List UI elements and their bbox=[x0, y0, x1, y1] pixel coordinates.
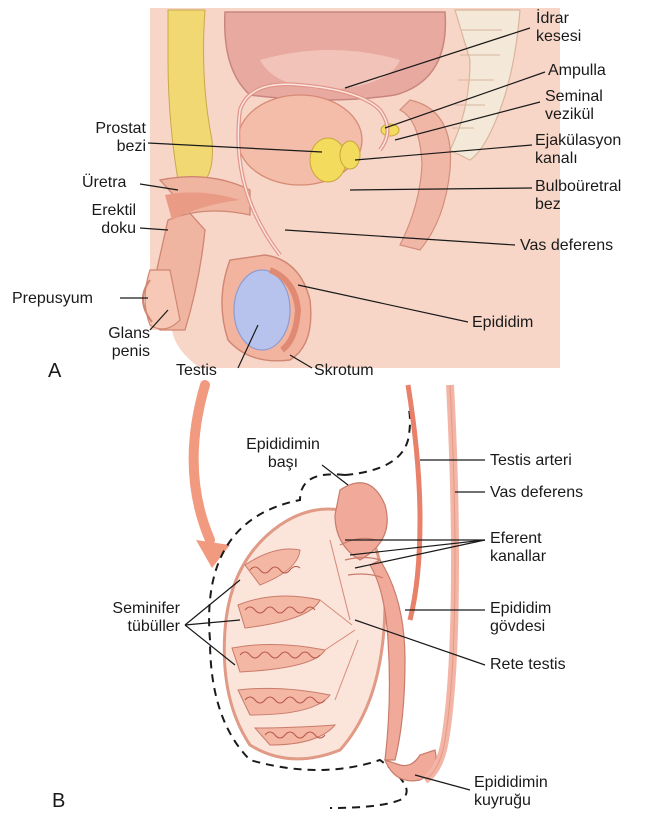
label-vas-deferens-b-text: Vas deferens bbox=[490, 484, 583, 501]
label-testis-arteri-text: Testis arteri bbox=[490, 452, 572, 469]
label-epididim-govdesi: Epididim gövdesi bbox=[490, 600, 551, 636]
label-epididim-text: Epididim bbox=[472, 314, 533, 331]
label-bulbouretral-line1: Bulboüretral bbox=[535, 178, 621, 196]
testicular-artery bbox=[408, 385, 420, 620]
label-basi-line2: başı bbox=[228, 454, 338, 472]
label-eferent-kanallar: Eferent kanallar bbox=[490, 530, 546, 566]
label-bulbouretral-line2: bez bbox=[535, 196, 621, 214]
label-ejakulasyon-line1: Ejakülasyon bbox=[535, 132, 621, 150]
label-govdesi-line1: Epididim bbox=[490, 600, 551, 618]
label-epididimin-basi: Epididimin başı bbox=[228, 436, 338, 472]
label-erektil-line1: Erektil bbox=[70, 202, 136, 220]
leader-epididimin-kuyrugu bbox=[415, 775, 470, 790]
label-erektil-line2: doku bbox=[70, 220, 136, 238]
label-epididimin-kuyrugu: Epididimin kuyruğu bbox=[474, 774, 548, 810]
label-seminifer-tubuller: Seminifer tübüller bbox=[84, 600, 180, 636]
label-prostat-line1: Prostat bbox=[80, 120, 146, 138]
label-skrotum-text: Skrotum bbox=[314, 362, 374, 379]
label-idrar-kesesi-line2: kesesi bbox=[536, 28, 581, 46]
label-prostat-bezi: Prostat bezi bbox=[80, 120, 146, 156]
testis bbox=[234, 270, 290, 350]
label-basi-line1: Epididimin bbox=[228, 436, 338, 454]
panel-label-a: A bbox=[48, 360, 61, 383]
label-vas-deferens-a: Vas deferens bbox=[520, 237, 613, 255]
label-idrar-kesesi-line1: İdrar bbox=[536, 10, 581, 28]
label-glans-line1: Glans bbox=[94, 325, 150, 343]
label-glans-penis: Glans penis bbox=[94, 325, 150, 361]
tunica-vaginalis-top bbox=[345, 405, 410, 475]
label-glans-line2: penis bbox=[94, 343, 150, 361]
panel-label-b-text: B bbox=[52, 790, 65, 812]
label-ejakulasyon-kanali: Ejakülasyon kanalı bbox=[535, 132, 621, 168]
label-eferent-line1: Eferent bbox=[490, 530, 546, 548]
label-ampulla-text: Ampulla bbox=[548, 62, 606, 79]
panel-label-a-text: A bbox=[48, 360, 61, 382]
panel-label-b: B bbox=[52, 790, 65, 813]
label-kuyrugu-line2: kuyruğu bbox=[474, 792, 548, 810]
label-eferent-line2: kanallar bbox=[490, 548, 546, 566]
label-kuyrugu-line1: Epididimin bbox=[474, 774, 548, 792]
label-ejakulasyon-line2: kanalı bbox=[535, 150, 621, 168]
label-seminal-vezikul: Seminal vezikül bbox=[545, 88, 603, 124]
label-prepusyum-text: Prepusyum bbox=[12, 290, 93, 307]
label-skrotum: Skrotum bbox=[314, 362, 374, 380]
label-testis-a-text: Testis bbox=[176, 362, 217, 379]
label-erektil-doku: Erektil doku bbox=[70, 202, 136, 238]
label-seminifer-line2: tübüller bbox=[84, 618, 180, 636]
label-seminal-line2: vezikül bbox=[545, 106, 603, 124]
label-seminifer-line1: Seminifer bbox=[84, 600, 180, 618]
label-rete-testis: Rete testis bbox=[490, 656, 566, 674]
label-ampulla: Ampulla bbox=[548, 62, 606, 80]
seminal-vesicle bbox=[340, 141, 360, 169]
label-vas-deferens-b: Vas deferens bbox=[490, 484, 583, 502]
label-prepusyum: Prepusyum bbox=[12, 290, 93, 308]
label-testis-arteri: Testis arteri bbox=[490, 452, 572, 470]
label-seminal-line1: Seminal bbox=[545, 88, 603, 106]
zoom-arrow bbox=[194, 385, 210, 540]
label-rete-testis-text: Rete testis bbox=[490, 656, 566, 673]
label-bulbouretral-bez: Bulboüretral bez bbox=[535, 178, 621, 214]
label-idrar-kesesi: İdrar kesesi bbox=[536, 10, 581, 46]
label-vas-deferens-a-text: Vas deferens bbox=[520, 237, 613, 254]
label-prostat-line2: bezi bbox=[80, 138, 146, 156]
label-testis-a: Testis bbox=[176, 362, 217, 380]
vas-deferens-b bbox=[425, 385, 455, 780]
zoom-arrow-head bbox=[196, 540, 230, 568]
label-uretra-text: Üretra bbox=[82, 174, 126, 191]
label-epididim: Epididim bbox=[472, 314, 533, 332]
label-govdesi-line2: gövdesi bbox=[490, 618, 551, 636]
label-uretra: Üretra bbox=[82, 174, 126, 192]
